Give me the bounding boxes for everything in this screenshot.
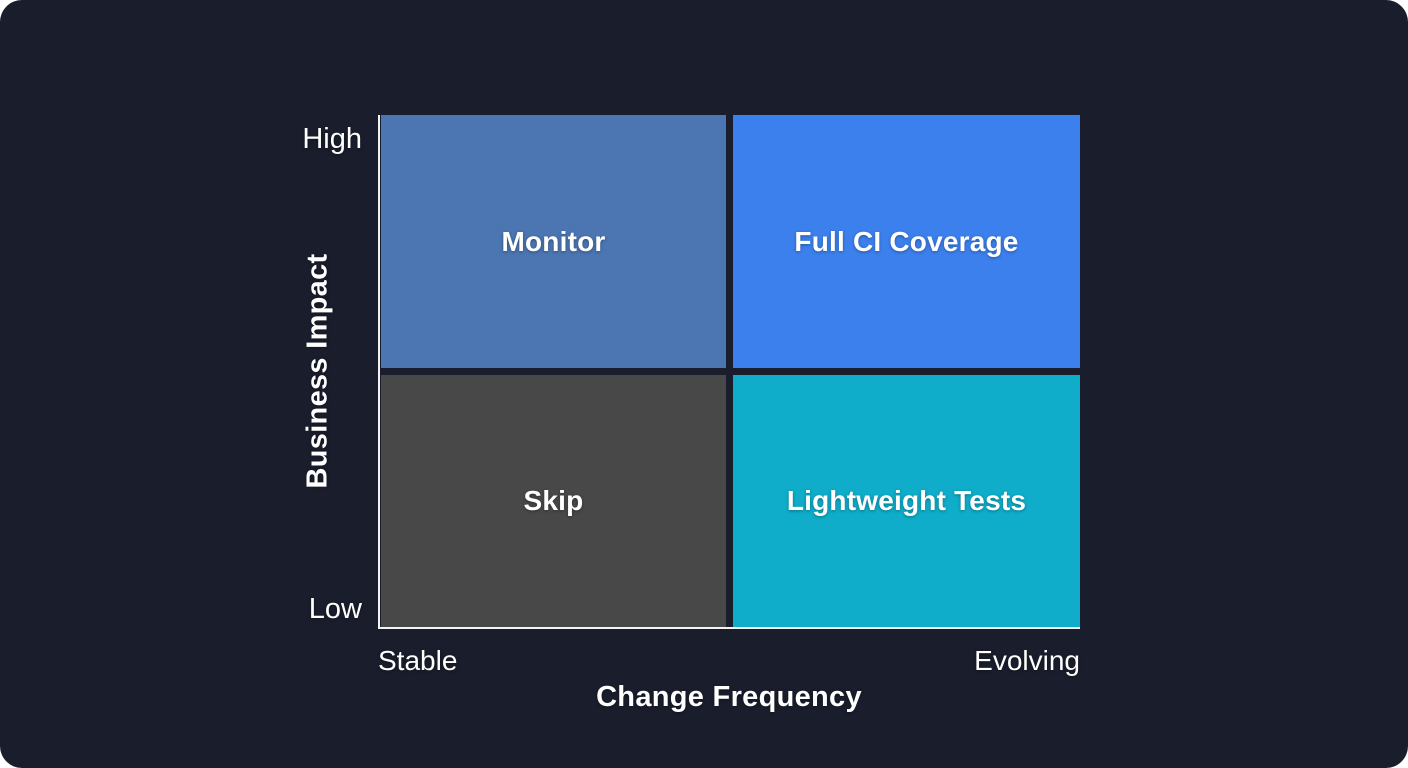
quadrant-matrix: Monitor Full CI Coverage Skip Lightweigh… [381,115,1080,627]
y-axis-title: Business Impact [301,253,334,489]
x-axis-tick-evolving: Evolving [974,645,1080,676]
quadrant-monitor-label: Monitor [501,225,606,257]
x-axis-tick-stable: Stable [378,645,458,676]
x-axis-line [378,627,1080,629]
y-axis-tick-low: Low [308,593,362,625]
quadrant-skip: Skip [381,375,726,627]
x-axis-title: Change Frequency [596,681,862,713]
quadrant-full-ci-coverage-label: Full CI Coverage [794,225,1019,257]
quadrant-monitor: Monitor [381,115,726,368]
quadrant-full-ci-coverage: Full CI Coverage [733,115,1080,368]
y-axis-tick-high: High [302,123,362,155]
quadrant-lightweight-tests: Lightweight Tests [733,375,1080,627]
quadrant-skip-label: Skip [523,485,584,516]
y-axis-line [378,115,380,629]
quadrant-lightweight-tests-label: Lightweight Tests [786,485,1027,516]
